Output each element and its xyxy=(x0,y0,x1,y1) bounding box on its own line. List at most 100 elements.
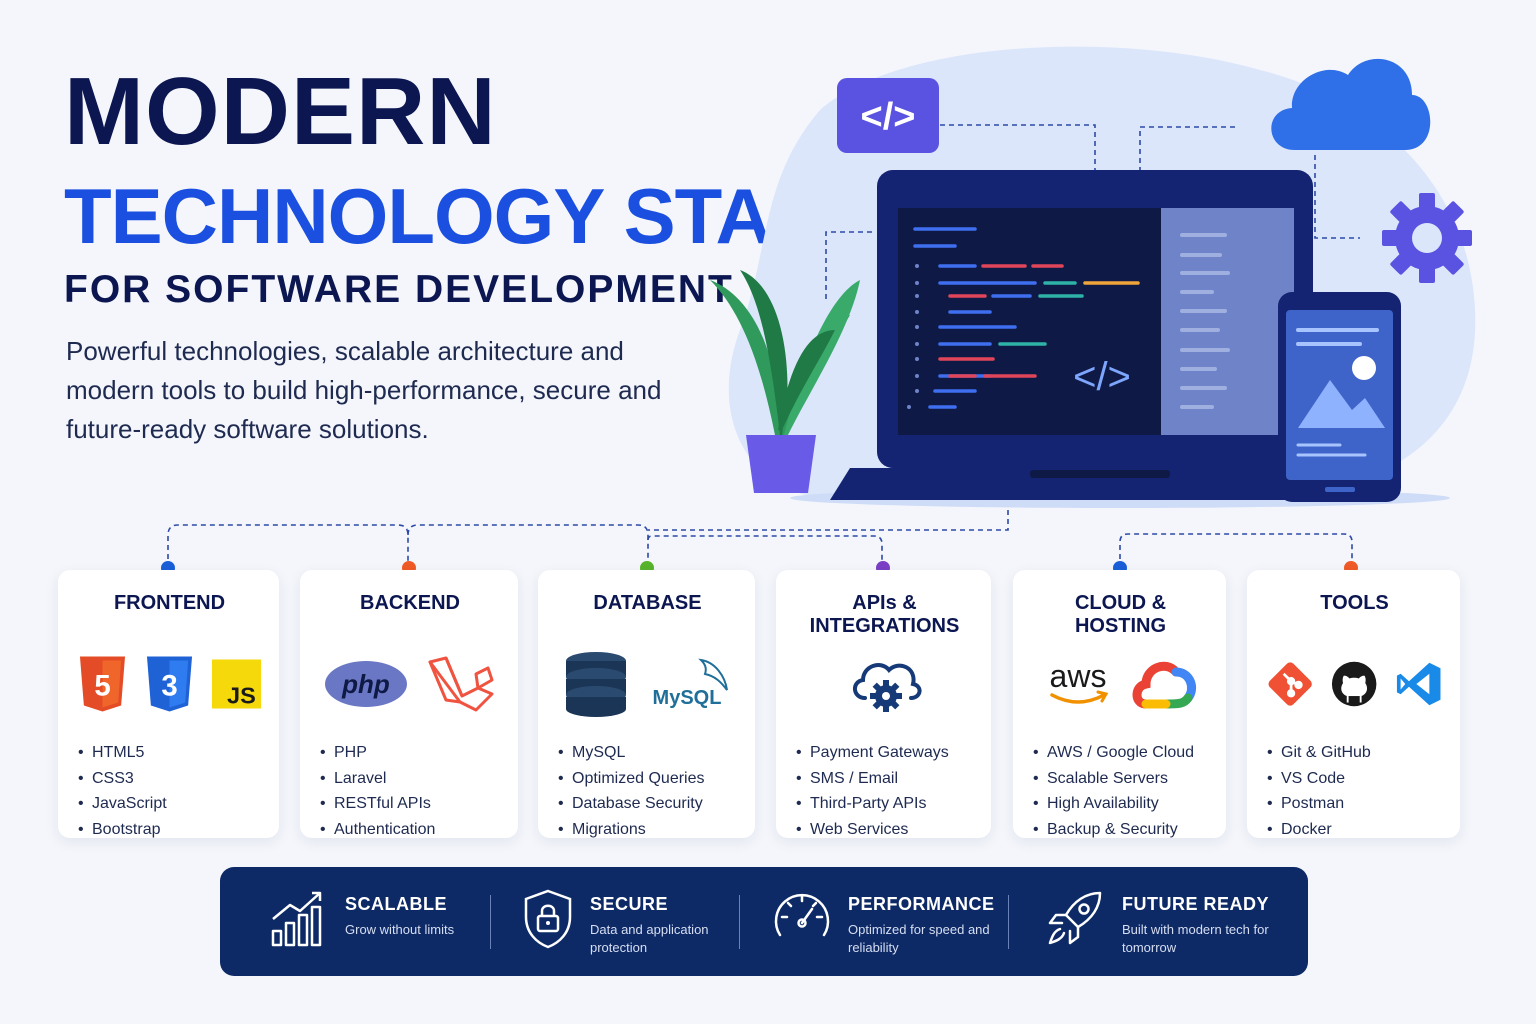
list-item: VS Code xyxy=(1267,766,1442,792)
connector-lines xyxy=(161,510,1358,575)
hero-illustration: </> xyxy=(710,46,1476,508)
svg-text:MySQL: MySQL xyxy=(652,687,721,709)
github-icon xyxy=(1332,661,1377,707)
feature-description: Data and application protection xyxy=(590,922,709,955)
feature-title: FUTURE READY xyxy=(1122,894,1270,914)
backend-list: PHP Laravel RESTful APIs Authentication xyxy=(320,740,500,842)
feature-banner: SCALABLE Grow without limits SECURE Data… xyxy=(220,867,1308,976)
cloud-logos: aws xyxy=(1033,638,1208,730)
list-item: HTML5 xyxy=(78,740,261,766)
list-item: Laravel xyxy=(320,766,500,792)
title-line-technology-stack: TECHNOLOGY STACK xyxy=(64,172,882,260)
feature-title: SCALABLE xyxy=(345,894,447,914)
rocket-icon xyxy=(1048,891,1102,945)
git-icon xyxy=(1268,662,1312,706)
frontend-list: HTML5 CSS3 JavaScript Bootstrap xyxy=(78,740,261,842)
frontend-logos: 5 3 JS xyxy=(78,638,261,730)
feature-secure: SECURE Data and application protection xyxy=(523,867,743,976)
hero-title: MODERN TECHNOLOGY STACK FOR SOFTWARE DEV… xyxy=(64,58,882,312)
list-item: SMS / Email xyxy=(796,766,973,792)
banner-divider xyxy=(739,895,740,949)
tech-stack-cards: FRONTEND 5 3 JS HTML5 CSS3 JavaScript Bo… xyxy=(58,570,1460,842)
card-title-apis: APIs & INTEGRATIONS xyxy=(809,592,960,637)
feature-title: PERFORMANCE xyxy=(848,894,995,914)
mysql-icon: MySQL xyxy=(652,658,728,709)
laptop-code-tag: </> xyxy=(1073,355,1131,399)
card-tools: TOOLS Git & xyxy=(1247,570,1460,842)
tools-logos xyxy=(1267,638,1442,730)
svg-text:php: php xyxy=(341,669,390,699)
feature-description: Optimized for speed and reliability xyxy=(848,922,990,955)
code-badge-icon: </> xyxy=(837,78,939,153)
list-item: PHP xyxy=(320,740,500,766)
card-cloud-hosting: CLOUD & HOSTING aws AWS / Google Cloud S… xyxy=(1013,570,1226,842)
banner-divider xyxy=(490,895,491,949)
svg-text:aws: aws xyxy=(1049,659,1106,694)
banner-divider xyxy=(1008,895,1009,949)
svg-text:5: 5 xyxy=(94,670,110,703)
list-item: CSS3 xyxy=(78,766,261,792)
card-backend: BACKEND php PHP Laravel RESTful APIs Aut… xyxy=(300,570,518,842)
database-list: MySQL Optimized Queries Database Securit… xyxy=(558,740,737,842)
list-item: Postman xyxy=(1267,791,1442,817)
feature-title: SECURE xyxy=(590,894,669,914)
feature-scalable: SCALABLE Grow without limits xyxy=(270,867,490,976)
list-item: Payment Gateways xyxy=(796,740,973,766)
list-item: Scalable Servers xyxy=(1033,766,1208,792)
list-item: JavaScript xyxy=(78,791,261,817)
list-item: Database Security xyxy=(558,791,737,817)
cloud-list: AWS / Google Cloud Scalable Servers High… xyxy=(1033,740,1208,842)
google-cloud-icon xyxy=(1132,661,1196,709)
title-line-for-software-development: FOR SOFTWARE DEVELOPMENT xyxy=(64,268,734,311)
list-item: Migrations xyxy=(558,817,737,843)
shield-lock-icon xyxy=(524,889,572,949)
aws-icon: aws xyxy=(1049,659,1108,704)
title-line-modern: MODERN xyxy=(64,58,497,165)
list-item: Bootstrap xyxy=(78,817,261,843)
feature-future-ready: FUTURE READY Built with modern tech for … xyxy=(1046,867,1286,976)
list-item: Backup & Security xyxy=(1033,817,1208,843)
card-apis-integrations: APIs & INTEGRATIONS Payment xyxy=(776,570,991,842)
database-icon xyxy=(565,652,626,717)
apis-list: Payment Gateways SMS / Email Third-Party… xyxy=(796,740,973,842)
card-database: DATABASE MySQL MySQL Optimized Queries D… xyxy=(538,570,755,842)
card-title-frontend: FRONTEND xyxy=(113,592,226,614)
feature-description: Built with modern tech for tomorrow xyxy=(1122,922,1269,955)
card-title-tools: TOOLS xyxy=(1320,592,1389,614)
list-item: Third-Party APIs xyxy=(796,791,973,817)
list-item: Optimized Queries xyxy=(558,766,737,792)
list-item: RESTful APIs xyxy=(320,791,500,817)
card-title-backend: BACKEND xyxy=(360,592,460,614)
card-title-database: DATABASE xyxy=(593,592,702,614)
card-frontend: FRONTEND 5 3 JS HTML5 CSS3 JavaScript Bo… xyxy=(58,570,279,842)
cloud-gear-icon xyxy=(852,663,921,712)
phone-illustration xyxy=(1278,292,1401,502)
speedometer-icon xyxy=(774,893,830,937)
code-badge-text: </> xyxy=(861,96,916,138)
list-item: Web Services xyxy=(796,817,973,843)
list-item: Docker xyxy=(1267,817,1442,843)
apis-logos xyxy=(796,638,973,730)
list-item: Git & GitHub xyxy=(1267,740,1442,766)
laptop-illustration: </> xyxy=(830,170,1340,500)
vscode-icon xyxy=(1396,662,1441,706)
feature-performance: PERFORMANCE Optimized for speed and reli… xyxy=(772,867,1002,976)
cloud-icon xyxy=(1271,58,1431,150)
html5-icon: 5 xyxy=(79,656,126,712)
gear-icon xyxy=(1382,193,1472,283)
svg-text:3: 3 xyxy=(161,670,177,703)
css3-icon: 3 xyxy=(146,656,193,712)
list-item: High Availability xyxy=(1033,791,1208,817)
laravel-icon xyxy=(428,656,494,712)
svg-text:JS: JS xyxy=(227,683,256,709)
card-title-cloud: CLOUD & HOSTING xyxy=(1074,592,1167,637)
javascript-icon: JS xyxy=(212,659,261,709)
backend-logos: php xyxy=(320,638,500,730)
tools-list: Git & GitHub VS Code Postman Docker xyxy=(1267,740,1442,842)
list-item: MySQL xyxy=(558,740,737,766)
php-icon: php xyxy=(325,661,407,707)
plant-illustration xyxy=(710,270,860,493)
feature-description: Grow without limits xyxy=(345,922,455,937)
hero-description: Powerful technologies, scalable architec… xyxy=(66,336,662,444)
list-item: Authentication xyxy=(320,817,500,843)
